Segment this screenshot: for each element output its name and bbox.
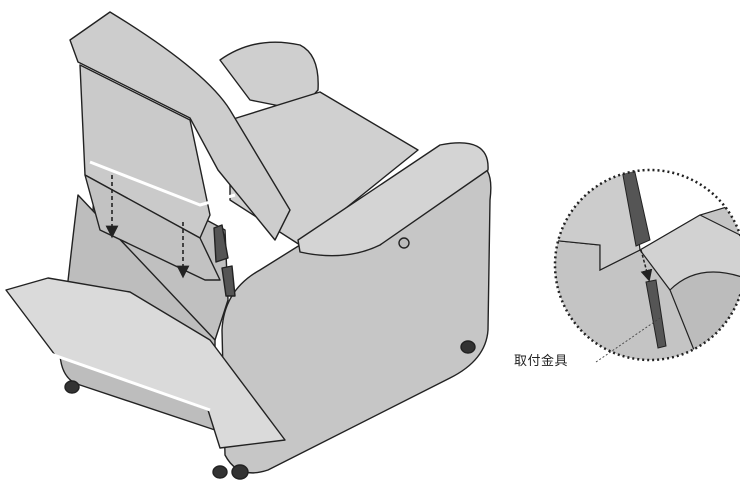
right-armrest <box>297 142 489 257</box>
right-side-panel <box>221 163 492 474</box>
zoom-bracket-upper <box>621 170 651 247</box>
headrest-wing <box>69 11 291 241</box>
caster-wheels <box>64 340 476 480</box>
backrest-lower <box>84 174 221 281</box>
callout-label: 取付金具 <box>514 354 569 369</box>
callout-leader-line <box>595 317 661 363</box>
dashed-arrow-down-icon <box>105 175 190 279</box>
zoom-bracket-lower <box>645 279 667 349</box>
back-top-pad <box>219 41 319 111</box>
mount-bracket-upper <box>213 224 229 263</box>
magnifier-circle-icon <box>553 168 740 362</box>
mount-bracket-lower <box>221 265 236 297</box>
chair <box>5 11 492 480</box>
control-knob <box>398 237 410 249</box>
